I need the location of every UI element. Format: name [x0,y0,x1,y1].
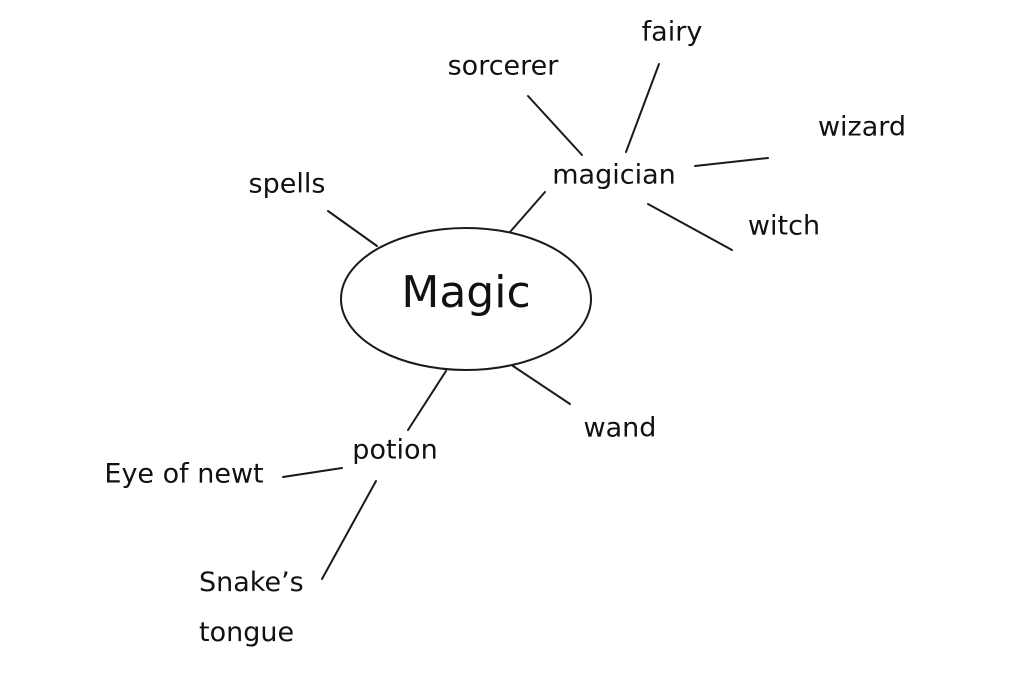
connector-magic-spells [327,210,378,247]
node-wizard: wizard [817,111,907,143]
node-witch: witch [747,210,821,242]
node-eye-of-newt: Eye of newt [104,458,264,490]
central-node-label: Magic [401,267,531,318]
connector-magician-sorcerer [527,95,583,156]
central-node-ellipse [340,227,592,371]
connector-magician-witch [647,203,733,251]
node-wand: wand [583,412,657,444]
node-spells: spells [248,168,326,200]
connector-potion-snakes-tongue [321,480,377,580]
node-potion: potion [352,434,438,466]
connector-magic-wand [512,365,571,405]
node-magician: magician [552,159,676,191]
node-sorcerer: sorcerer [447,50,559,82]
node-snakes-tongue: Snake’s tongue [199,558,304,658]
node-fairy: fairy [641,16,703,48]
node-snakes-tongue-line1: Snake’s [199,567,304,598]
connector-magician-fairy [625,63,660,153]
connector-magician-wizard [694,157,769,167]
connector-potion-eye-of-newt [282,467,343,478]
node-snakes-tongue-line2: tongue [199,617,295,648]
connector-magic-potion [407,370,447,431]
connector-magic-magician [509,191,546,233]
